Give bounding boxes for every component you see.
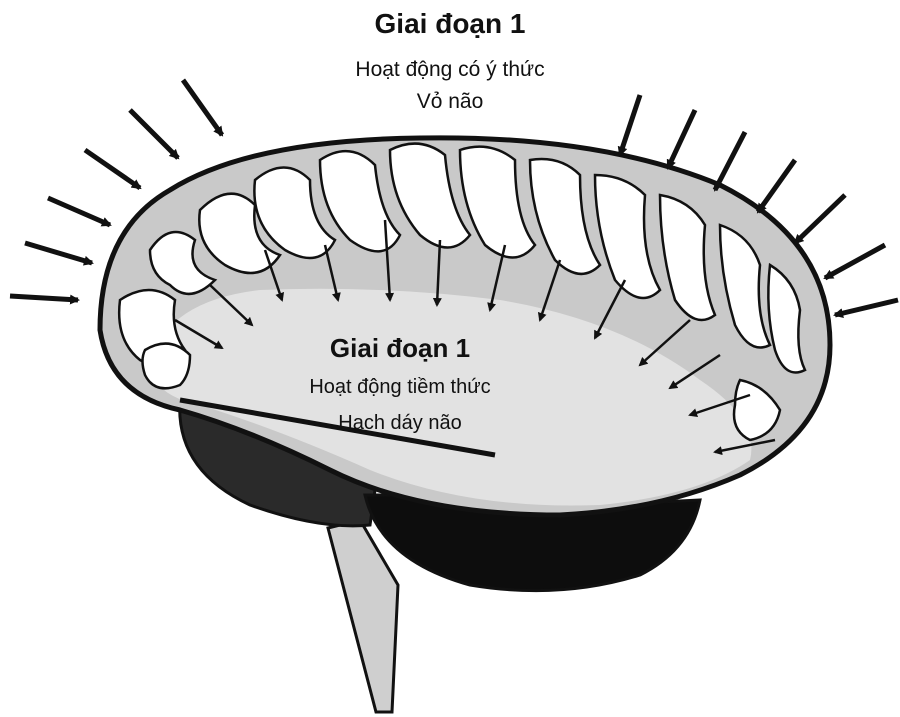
stage-top-activity: Hoạt động có ý thức	[250, 58, 650, 82]
stage-top-title: Giai đoạn 1	[250, 8, 650, 40]
brainstem	[328, 520, 398, 712]
stage-inner-region: Hạch dáy não	[240, 412, 560, 435]
stage-inner-title: Giai đoạn 1	[240, 333, 560, 364]
stage-top-region: Vỏ não	[250, 90, 650, 114]
stage-inner-activity: Hoạt động tiềm thức	[240, 376, 560, 399]
